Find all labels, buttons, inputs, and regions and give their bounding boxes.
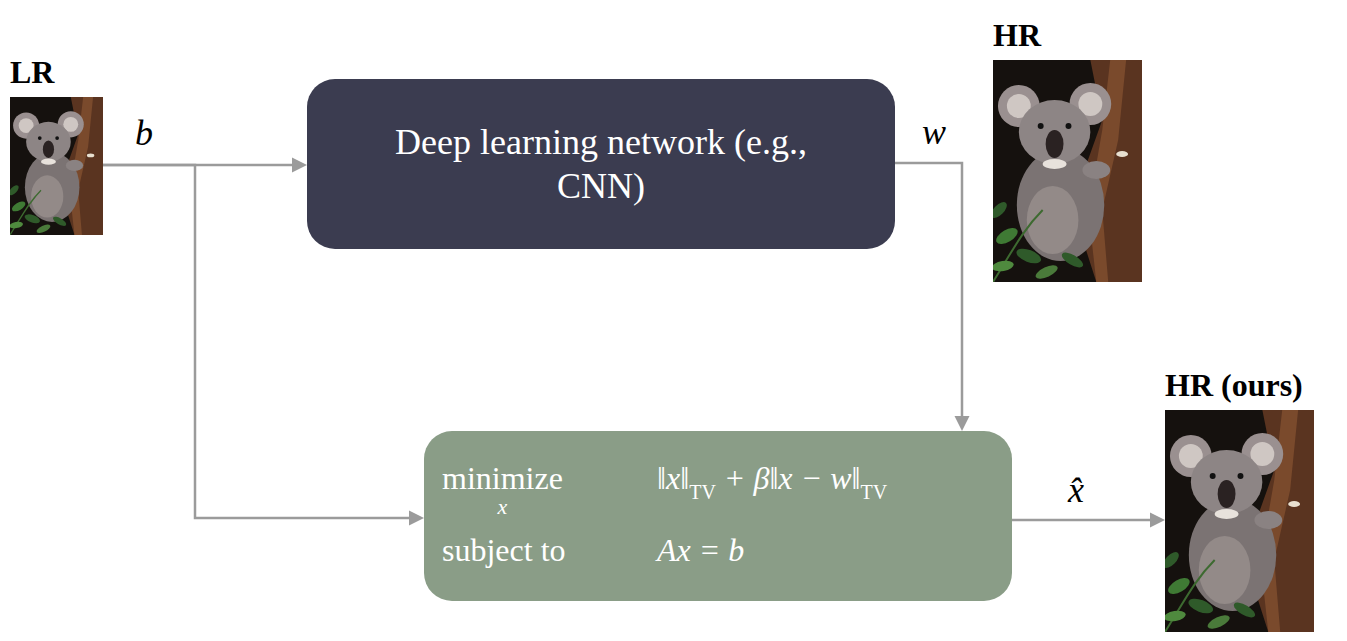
math-subscript: x <box>498 493 508 521</box>
math-term: + β‖x − w‖ <box>724 459 861 497</box>
lr-image-node: LR <box>10 53 103 235</box>
connector-arrow <box>1012 513 1165 528</box>
hr-ours-photo <box>1160 410 1314 632</box>
image-heading: HR (ours) <box>1165 366 1314 404</box>
image-heading: LR <box>10 53 103 91</box>
connector-arrow <box>895 163 970 431</box>
image-frame <box>10 97 103 235</box>
math-keyword: minimize <box>442 459 563 497</box>
network-box: Deep learning network (e.g., CNN) <box>307 79 895 249</box>
image-frame <box>1165 410 1314 632</box>
arrowhead <box>409 511 424 526</box>
image-frame <box>993 60 1142 282</box>
arrowhead <box>955 416 970 431</box>
connector-line <box>895 163 962 416</box>
math-term: Ax = b <box>657 531 744 569</box>
math-term: ‖x‖ <box>657 459 689 497</box>
lr-photo <box>7 97 103 235</box>
hr-photo <box>988 60 1142 282</box>
hr-image-node: HR <box>993 16 1142 282</box>
edge-label: w <box>922 112 946 152</box>
arrowhead <box>1150 513 1165 528</box>
arrowhead <box>292 158 307 173</box>
box-text: Deep learning network (e.g., CNN) <box>391 120 811 208</box>
edge-label: x̂ <box>1068 470 1084 510</box>
edge-label: b <box>135 113 153 153</box>
image-heading: HR <box>993 16 1142 54</box>
math-line: ‖x‖TV+ β‖x − w‖TV <box>657 459 895 505</box>
math-keyword: subject to <box>442 531 566 569</box>
hr-ours-image-node: HR (ours) <box>1165 366 1314 632</box>
math-subscript: TV <box>689 479 716 505</box>
connector-line <box>1012 519 1150 522</box>
optimization-box: minimizex‖x‖TV+ β‖x − w‖TVsubject toAx =… <box>424 431 1012 601</box>
math-subscript: TV <box>860 479 887 505</box>
